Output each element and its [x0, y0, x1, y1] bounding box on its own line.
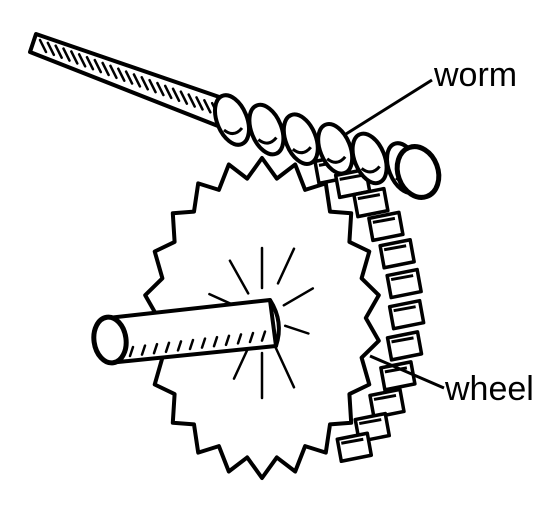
worm-coil-shade: [223, 127, 244, 135]
hub-ray: [283, 324, 310, 335]
worm-coil-shade: [291, 146, 312, 155]
worm-coil-shade: [360, 165, 381, 174]
hub-ray: [272, 342, 296, 389]
rope-twist-mark: [132, 73, 142, 88]
rope-twist-mark: [171, 87, 181, 103]
axle-hatch-mark: [200, 337, 207, 349]
rope-twist-mark: [70, 50, 79, 65]
axle-hatch-mark: [176, 340, 183, 352]
wheel-hub-rays: [208, 246, 315, 400]
rim-tooth-shade: [393, 305, 416, 313]
axle-hatch-mark: [236, 333, 243, 345]
axle-hatch-mark: [212, 335, 219, 348]
hub-ray: [276, 247, 296, 285]
worm-shaft: [28, 32, 230, 128]
rim-tooth: [385, 267, 423, 300]
rim-tooth-shade: [373, 393, 397, 401]
axle-hatch-mark: [248, 331, 255, 344]
rim-tooth: [368, 387, 406, 420]
rim-tooth-shade: [341, 437, 364, 445]
worm-coil: [247, 102, 286, 157]
rim-tooth-shade: [339, 173, 362, 181]
rim-tooth-shade: [357, 193, 381, 201]
axle-hatch-mark: [152, 342, 159, 355]
rope-twist-mark: [38, 38, 48, 54]
axle-hatch-mark: [140, 344, 147, 356]
rope-twist-mark: [163, 84, 173, 100]
rope-twist-mark: [85, 55, 95, 71]
axle-hatch-mark: [128, 345, 135, 358]
rim-tooth-shade: [383, 244, 407, 252]
worm-coil-shade: [326, 155, 347, 164]
rope-twist-mark: [93, 58, 103, 74]
rope-twist-mark: [46, 41, 56, 57]
rim-tooth: [367, 210, 405, 243]
rope-twist-mark: [77, 53, 87, 68]
worm-coil: [281, 112, 320, 166]
rim-tooth-shade: [391, 336, 414, 344]
rope-twist-mark: [203, 99, 212, 114]
hub-ray: [228, 259, 250, 295]
worm-coil: [350, 131, 389, 186]
rope-twist-mark: [140, 76, 149, 91]
axle-hatch-mark: [224, 334, 231, 347]
rim-tooth: [352, 186, 390, 219]
axle-shaft: [91, 298, 281, 366]
rim-tooth-shade: [390, 274, 414, 282]
axle-hatch-mark: [188, 338, 195, 351]
rim-tooth: [385, 330, 424, 362]
rope-twist-mark: [101, 61, 110, 77]
worm-coil-shade: [257, 136, 278, 145]
rim-tooth-shade: [372, 216, 396, 224]
rope-twist-mark: [62, 47, 71, 62]
rim-tooth: [387, 298, 426, 331]
rope-twist-mark: [54, 44, 63, 59]
worm-coil: [316, 122, 355, 176]
rope-twist-mark: [195, 96, 204, 111]
axle-end: [91, 314, 129, 366]
rope-twist-mark: [156, 81, 165, 97]
worm-coil: [213, 93, 251, 147]
rope-twist-mark: [124, 70, 134, 85]
worm-label: worm: [434, 56, 518, 94]
axle-hatch-mark: [164, 341, 171, 354]
rim-tooth-shade: [358, 418, 382, 426]
rope-twist-mark: [148, 78, 157, 94]
rim-tooth: [378, 237, 416, 270]
rope-twist-mark: [187, 93, 196, 108]
rim-tooth: [335, 431, 374, 463]
rope-twist-mark: [179, 90, 189, 105]
rope-twist-mark: [109, 64, 118, 80]
worm-leader-line: [345, 78, 433, 136]
rim-tooth: [379, 360, 417, 392]
worm-end-cap: [394, 144, 442, 200]
rope-twist-mark: [117, 67, 126, 82]
axle-hatch-mark: [260, 330, 267, 342]
hub-ray: [282, 287, 315, 307]
wheel-label: wheel: [445, 370, 534, 408]
wheel-rim-teeth: [313, 153, 426, 463]
rim-tooth-shade: [384, 366, 408, 374]
wheel-leader-line: [369, 354, 445, 390]
